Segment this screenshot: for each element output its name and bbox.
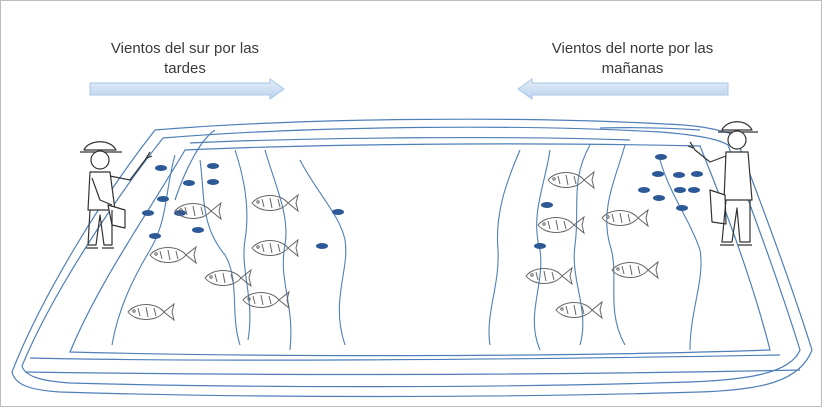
fish-icon	[525, 266, 573, 286]
wind-south-label: Vientos del sur por las tardes	[110, 40, 260, 77]
fisherman-left-icon	[80, 141, 153, 249]
fish-icon	[555, 300, 603, 320]
wave-lines-right	[488, 144, 702, 351]
fish-icon	[251, 193, 299, 213]
wind-arrow-left-icon	[517, 78, 729, 100]
fish-icon	[174, 201, 222, 221]
pond-outline	[11, 118, 813, 398]
fish-icon	[149, 245, 197, 265]
fish-icon	[251, 238, 299, 258]
fish-icon	[601, 208, 649, 228]
fish-group-right	[525, 170, 659, 320]
fish-group-left	[127, 193, 299, 322]
fish-icon	[242, 290, 290, 310]
wind-north-label: Vientos del norte por las mañanas	[551, 40, 714, 77]
fish-icon	[127, 302, 175, 322]
fish-icon	[204, 268, 252, 288]
fish-icon	[537, 215, 585, 235]
fish-icon	[611, 260, 659, 280]
fish-icon	[547, 170, 595, 190]
wave-lines-left	[111, 149, 347, 351]
fisherman-right-icon	[687, 121, 758, 246]
wind-arrow-right-icon	[89, 78, 285, 100]
food-pellets	[142, 154, 703, 249]
